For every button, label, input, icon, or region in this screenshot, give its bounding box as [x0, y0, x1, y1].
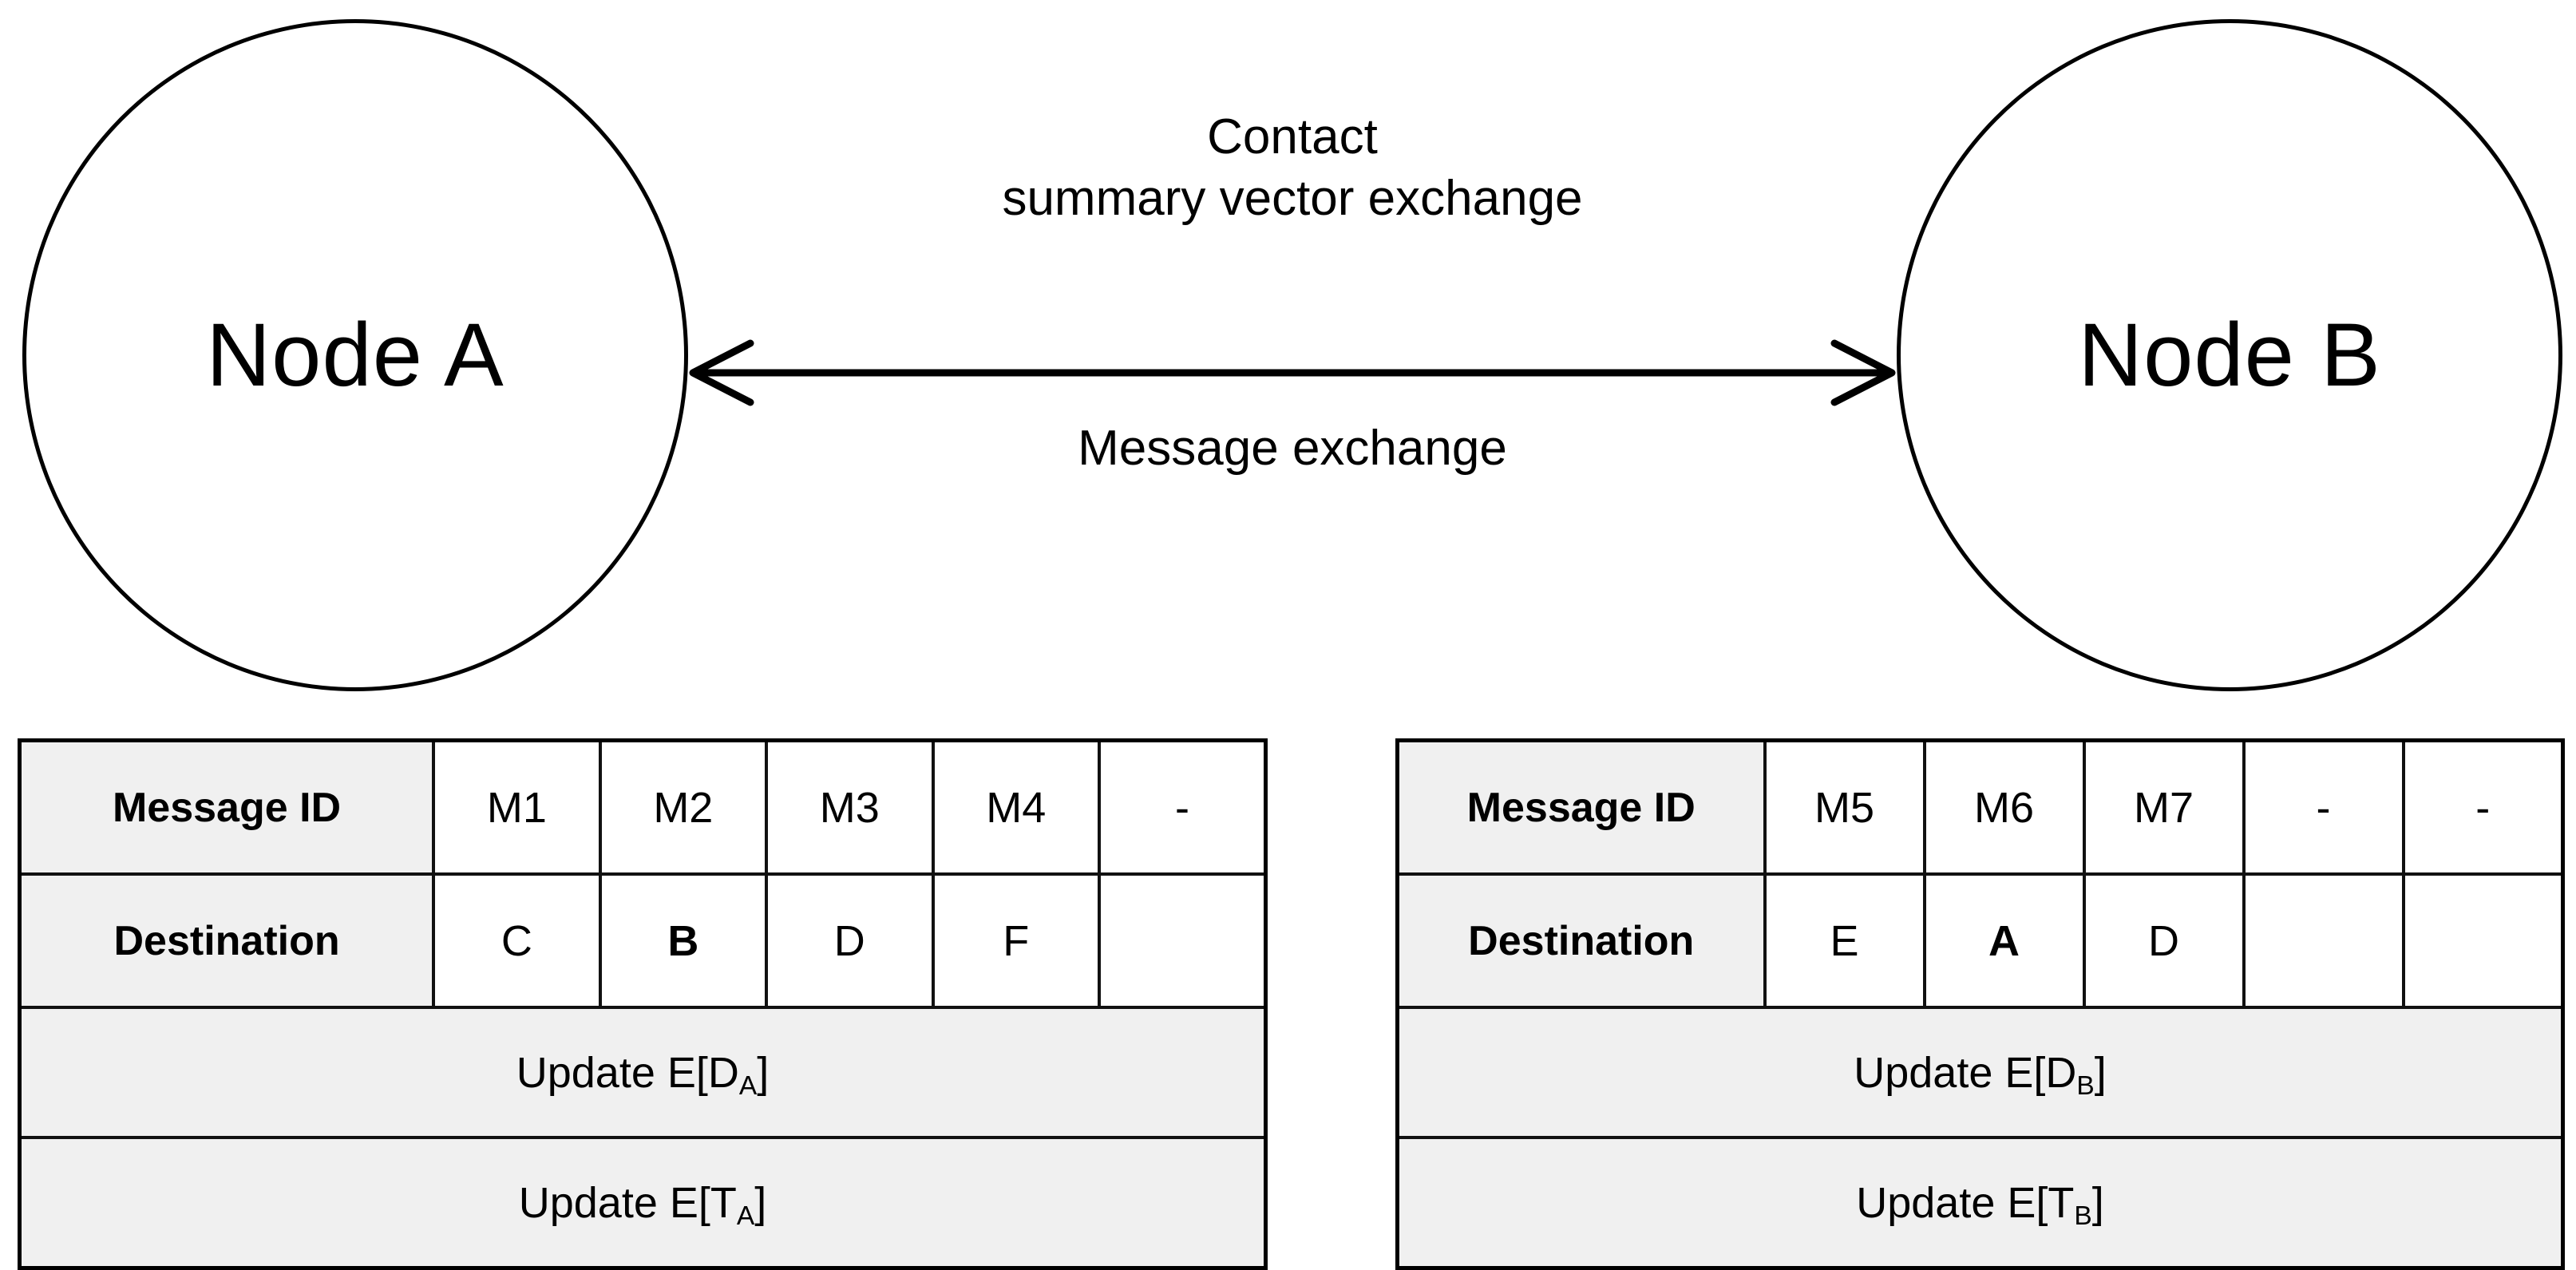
cell-destination: D [2082, 872, 2246, 1009]
cell-destination: D [765, 872, 935, 1009]
update-row-subscript: A [738, 1070, 758, 1101]
row-label-message-id: Message ID [18, 738, 436, 876]
node-a-circle: Node A [22, 19, 688, 691]
node-a-label: Node A [206, 305, 505, 405]
update-row-prefix: Update E[T [1856, 1178, 2075, 1227]
update-expected-delay-row: Update E[DA] [18, 1006, 1268, 1139]
row-label-destination: Destination [1395, 872, 1767, 1009]
cell-message-id: M2 [598, 738, 769, 876]
cell-destination: C [432, 872, 602, 1009]
node-b-buffer-table: Message ID M5 M6 M7 - - Destination E A … [1395, 738, 2565, 1270]
update-row-suffix: ] [2091, 1178, 2104, 1227]
update-row-suffix: ] [757, 1048, 770, 1097]
bidirectional-arrow-icon [688, 337, 1897, 409]
node-link-area: Contact summary vector exchange Message … [688, 19, 1897, 691]
cell-message-id: - [2242, 738, 2405, 876]
node-b-circle: Node B [1897, 19, 2562, 691]
cell-message-id: M5 [1763, 738, 1926, 876]
update-row-prefix: Update E[D [1854, 1048, 2077, 1097]
update-row-prefix: Update E[D [516, 1048, 739, 1097]
contact-summary-vector-exchange-label: Contact summary vector exchange [1002, 109, 1583, 226]
table-row: Update E[DA] [18, 1006, 1268, 1139]
message-exchange-label: Message exchange [1078, 421, 1507, 476]
table-row: Message ID M5 M6 M7 - - [1395, 738, 2565, 876]
cell-message-id: - [2401, 738, 2565, 876]
cell-destination [2401, 872, 2565, 1009]
cell-message-id: - [1098, 738, 1268, 876]
table-row: Update E[TA] [18, 1136, 1268, 1270]
table-row: Destination C B D F [18, 872, 1268, 1009]
cell-destination: E [1763, 872, 1926, 1009]
update-row-suffix: ] [2094, 1048, 2107, 1097]
row-label-message-id: Message ID [1395, 738, 1767, 876]
cell-message-id: M4 [931, 738, 1102, 876]
update-row-subscript: A [736, 1201, 755, 1231]
table-row: Update E[TB] [1395, 1136, 2565, 1270]
table-row: Update E[DB] [1395, 1006, 2565, 1139]
update-row-prefix: Update E[T [518, 1178, 737, 1227]
node-a-buffer-table: Message ID M1 M2 M3 M4 - Destination C B… [18, 738, 1268, 1270]
update-expected-time-row: Update E[TB] [1395, 1136, 2565, 1270]
cell-message-id: M3 [765, 738, 935, 876]
update-row-suffix: ] [754, 1178, 767, 1227]
update-expected-time-row: Update E[TA] [18, 1136, 1268, 1270]
cell-destination-highlighted: A [1922, 872, 2086, 1009]
update-row-subscript: B [2074, 1201, 2092, 1231]
cell-destination: F [931, 872, 1102, 1009]
table-row: Destination E A D [1395, 872, 2565, 1009]
cell-message-id: M1 [432, 738, 602, 876]
row-label-destination: Destination [18, 872, 436, 1009]
update-expected-delay-row: Update E[DB] [1395, 1006, 2565, 1139]
cell-message-id: M7 [2082, 738, 2246, 876]
table-row: Message ID M1 M2 M3 M4 - [18, 738, 1268, 876]
cell-destination-highlighted: B [598, 872, 769, 1009]
cell-destination [1098, 872, 1268, 1009]
node-b-label: Node B [2078, 305, 2381, 405]
update-row-subscript: B [2076, 1070, 2095, 1101]
cell-message-id: M6 [1922, 738, 2086, 876]
cell-destination [2242, 872, 2405, 1009]
